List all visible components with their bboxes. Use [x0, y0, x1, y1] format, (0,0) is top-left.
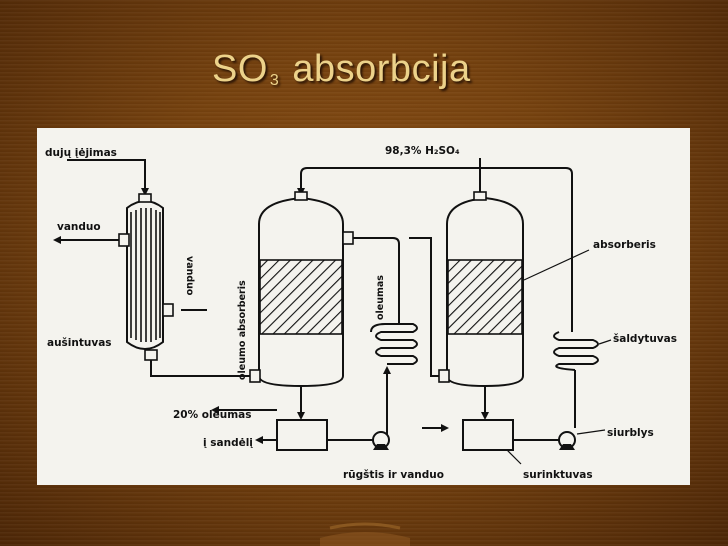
- absorber-leader: [523, 249, 590, 281]
- pump-1: [372, 431, 390, 450]
- label-oleum: oleumas: [375, 275, 386, 320]
- title-rest: absorbcija: [292, 48, 471, 90]
- label-absorber: absorberis: [593, 239, 656, 251]
- chiller-leader: [598, 339, 612, 345]
- pump-2: [558, 431, 576, 450]
- label-oleum-absorber: oleumo absorberis: [237, 280, 248, 380]
- collector-tank: [462, 419, 514, 451]
- label-chiller: šaldytuvas: [613, 333, 677, 345]
- gas-to-absorber-line: [409, 237, 449, 380]
- chiller-coil: [553, 328, 599, 371]
- label-oleum-20: 20% oleumas: [173, 409, 251, 421]
- pump-leader: [576, 429, 606, 435]
- cooler-vessel: [118, 193, 174, 361]
- label-gas-inlet: dujų įėjimas: [45, 147, 117, 159]
- label-water-in: vanduo: [184, 256, 195, 296]
- title-subscript: 3: [269, 72, 280, 89]
- gas-inlet-line: [67, 159, 149, 196]
- label-water-out: vanduo: [57, 221, 101, 233]
- label-collector: surinktuvas: [523, 469, 593, 481]
- oleum-coil: [370, 268, 418, 365]
- label-acid-feed: 98,3% H₂SO₄: [385, 145, 460, 157]
- oleum-collector-tank: [276, 419, 328, 451]
- label-cooler: aušintuvas: [47, 337, 112, 349]
- collector-leader: [506, 449, 522, 465]
- label-acid-and-water: rūgštis ir vanduo: [343, 469, 444, 481]
- cooler-to-absorber-line: [150, 360, 261, 380]
- gas-transfer-line: [343, 237, 400, 268]
- label-pump: siurblys: [607, 427, 654, 439]
- scale-decoration-icon: [320, 522, 410, 546]
- title-main: SO: [212, 48, 268, 90]
- oleum-absorber-vessel: [249, 191, 354, 388]
- acid-return-line: [297, 167, 573, 328]
- label-to-storage: į sandėlį: [203, 437, 253, 449]
- absorber-vessel: [438, 191, 524, 388]
- process-diagram: dujų įėjimas vanduo vanduo aušintuvas ol…: [37, 128, 690, 485]
